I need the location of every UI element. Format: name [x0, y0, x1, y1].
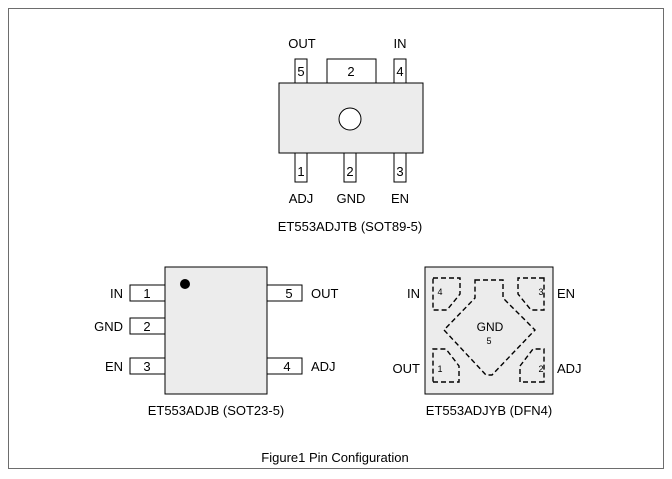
sot89-pin-5-number: 5	[297, 64, 304, 79]
sot23-pin-3-label: EN	[105, 359, 123, 374]
dfn4-pad-1	[432, 348, 460, 383]
dfn4-pad-number: 5	[486, 336, 491, 346]
sot23-pin-3-number: 3	[143, 359, 150, 374]
sot89-pin-5-label: OUT	[288, 36, 316, 51]
sot23-pin-1-number: 1	[143, 286, 150, 301]
sot89-package: 5 2 4 OUT IN 1 2 3 ADJ GND EN ET553ADJTB…	[278, 36, 424, 234]
sot89-title: ET553ADJTB (SOT89-5)	[278, 219, 423, 234]
sot23-pin-3	[129, 357, 166, 375]
sot23-pin-1-label: IN	[110, 286, 123, 301]
sot23-pin1-dot	[180, 279, 190, 289]
sot89-tab-pin-2	[326, 58, 377, 84]
sot23-body	[164, 266, 268, 395]
sot89-pin-3	[393, 152, 407, 183]
dfn4-body	[424, 266, 554, 395]
sot23-pin-2-label: GND	[94, 319, 123, 334]
figure-frame	[8, 8, 664, 469]
sot89-pin-3-number: 3	[396, 164, 403, 179]
dfn4-pin-1-number: 1	[437, 364, 442, 374]
dfn4-pad-2	[519, 348, 545, 383]
dfn4-pin-4-number: 4	[437, 287, 442, 297]
dfn4-pin-2-label: ADJ	[557, 361, 582, 376]
sot23-pin-4	[266, 357, 303, 375]
sot23-pin-2-number: 2	[143, 319, 150, 334]
sot89-pin-2-number: 2	[346, 164, 353, 179]
figure-caption: Figure1 Pin Configuration	[261, 450, 408, 465]
sot23-pin-5-number: 5	[285, 286, 292, 301]
sot89-pin-4-label: IN	[394, 36, 407, 51]
sot89-marker-circle	[338, 107, 362, 131]
dfn4-package: 4 3 1 2 GND 5 IN EN OUT ADJ ET553ADJYB (…	[393, 266, 582, 418]
dfn4-pad-label: GND	[477, 320, 504, 334]
dfn4-center-pad	[443, 279, 536, 376]
sot89-pin-2	[343, 152, 357, 183]
dfn4-pin-3-label: EN	[557, 286, 575, 301]
dfn4-pin-4-label: IN	[407, 286, 420, 301]
sot23-package: 1 2 3 IN GND EN 5 4 OUT ADJ ET553ADJB (S…	[94, 266, 339, 418]
sot89-pin-1	[294, 152, 308, 183]
sot23-pin-4-label: ADJ	[311, 359, 336, 374]
sot23-pin-5	[266, 284, 303, 302]
sot23-title: ET553ADJB (SOT23-5)	[148, 403, 285, 418]
sot23-pin-4-number: 4	[283, 359, 290, 374]
dfn4-pad-3	[517, 277, 545, 311]
sot23-pin-5-label: OUT	[311, 286, 339, 301]
dfn4-pin-1-label: OUT	[393, 361, 421, 376]
sot89-pin-3-label: EN	[391, 191, 409, 206]
sot89-pin-4-number: 4	[396, 64, 403, 79]
sot23-pin-2	[129, 317, 166, 335]
dfn4-pin-3-number: 3	[538, 287, 543, 297]
sot89-pin-1-number: 1	[297, 164, 304, 179]
dfn4-pad-4	[432, 277, 461, 311]
sot89-tab-number: 2	[347, 64, 354, 79]
sot89-pin-2-label: GND	[337, 191, 366, 206]
sot89-pin-1-label: ADJ	[289, 191, 314, 206]
dfn4-pin-2-number: 2	[538, 364, 543, 374]
sot23-pin-1	[129, 284, 166, 302]
dfn4-title: ET553ADJYB (DFN4)	[426, 403, 552, 418]
